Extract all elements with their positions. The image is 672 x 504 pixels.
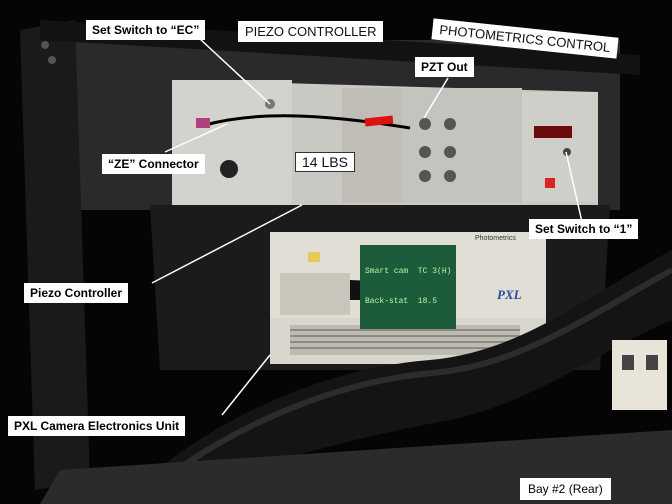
callout-piezo-controller: Piezo Controller — [24, 283, 129, 303]
bnc-connector — [419, 170, 431, 182]
bolt — [41, 41, 49, 49]
pxl-logo: PXL — [497, 287, 522, 302]
power-outlet — [612, 340, 667, 410]
magenta-tag — [196, 118, 210, 128]
lcd-line-1: Smart cam TC 3(H) — [365, 267, 452, 276]
callout-set-switch-ec: Set Switch to “EC” — [86, 20, 206, 40]
callout-ze-connector: “ZE” Connector — [102, 154, 205, 174]
callout-pzt-out: PZT Out — [415, 57, 474, 77]
yellow-button — [308, 252, 320, 262]
bay-label: Bay #2 (Rear) — [520, 478, 611, 500]
camera-lcd: Smart cam TC 3(H) Back-stat 18.5 — [360, 245, 457, 329]
piezo-controller-tag: PIEZO CONTROLLER — [238, 21, 384, 42]
bnc-connector — [444, 170, 456, 182]
bnc-connector — [444, 146, 456, 158]
piezo-controller-tag-text: PIEZO CONTROLLER — [245, 24, 377, 39]
left-frame-beam — [20, 20, 90, 490]
callout-pxl-camera-unit: PXL Camera Electronics Unit — [8, 416, 186, 436]
bnc-connector — [444, 118, 456, 130]
switch-1 — [563, 148, 571, 156]
weight-label: 14 LBS — [295, 152, 355, 172]
callout-set-switch-1: Set Switch to “1” — [529, 219, 639, 239]
connector-ze — [220, 160, 238, 178]
floor — [40, 430, 672, 504]
red-tag — [364, 115, 394, 127]
label-plate — [280, 273, 350, 315]
vent-grille — [290, 325, 520, 355]
red-display — [534, 126, 572, 138]
lcd-line-2: Back-stat 18.5 — [365, 297, 438, 306]
camera-brand: Photometrics — [475, 235, 516, 242]
bolt — [48, 56, 56, 64]
bnc-connector — [419, 146, 431, 158]
red-indicator — [545, 178, 555, 188]
bnc-connector — [419, 118, 431, 130]
callout-leaders — [151, 38, 583, 416]
